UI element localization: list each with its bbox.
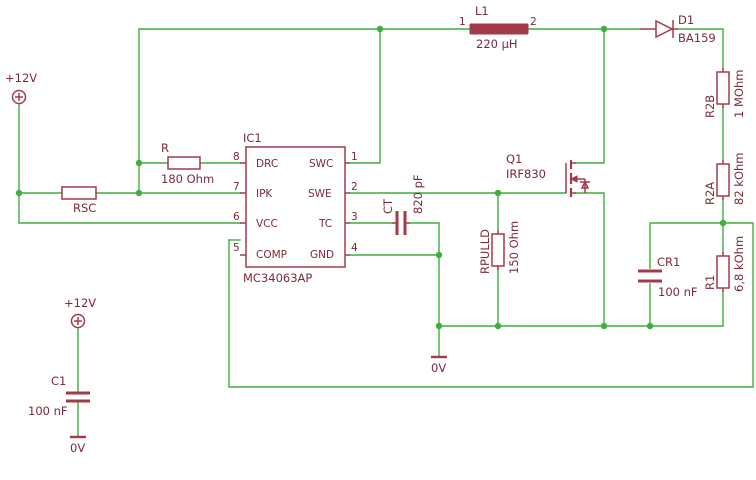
ground-main: 0V [431,355,447,375]
r2b-name: R2B [703,95,717,118]
d1-value: BA159 [678,31,716,45]
ground-bottom: 0V [70,435,86,455]
gnd-main-label: 0V [431,361,446,375]
ic-mc34063: IC1 MC34063AP 8 DRC 7 IPK 6 VCC 5 COMP 1… [233,131,358,285]
cr1-value: 100 nF [658,285,698,299]
ic-pin-number: 8 [233,151,240,163]
ic-name: IC1 [243,131,262,145]
junction-dot [135,159,143,167]
c1-value: 100 nF [28,404,68,418]
ic-pin-name: DRC [256,158,278,170]
junction-dot [494,189,502,197]
l1-value: 220 µH [476,37,518,51]
ic-pin-number: 5 [233,242,240,254]
junction-dot [135,189,143,197]
junction-dot [600,25,608,33]
r1-value: 6,8 kOhm [732,236,746,292]
junction-dot [435,322,443,330]
gnd-bottom-label: 0V [70,441,85,455]
ic-pin-name: COMP [256,249,287,261]
q1-name: Q1 [506,152,522,166]
junction-dot [15,189,23,197]
l1-pin2-label: 2 [530,16,537,28]
ic-pin-number: 4 [351,242,358,254]
l1-name: L1 [475,4,489,18]
wire-feedback [228,222,754,388]
r2a-value: 82 kOhm [732,153,746,206]
junction-dot [719,219,727,227]
junction-dot [600,322,608,330]
wire-q1-drain [575,28,605,164]
resistor-rpulld: RPULLD 150 Ohm [478,221,521,274]
ic-pin-number: 3 [351,211,358,223]
l1-pin1-label: 1 [459,16,466,28]
c1-name: C1 [51,374,66,388]
ic-pin-number: 1 [351,151,358,163]
ct-value: 820 pF [411,174,425,214]
inductor-l1: L1 220 µH 1 2 [459,4,537,51]
wire-cr1-top [649,222,724,269]
cr1-name: CR1 [657,255,680,269]
supply-vcc-bottom: +12V [64,296,96,329]
ic-pin-name: SWC [309,158,333,170]
junctions [15,25,727,330]
ct-name: CT [381,198,395,214]
r2a-name: R2A [703,182,717,205]
wire-d1-out [677,28,724,69]
r-value: 180 Ohm [161,172,214,186]
wires [18,28,754,437]
wire-vin [18,103,241,224]
resistor-rsc: RSC [61,186,97,215]
ic-pin-number: 6 [233,211,240,223]
wire-swc [349,28,381,164]
ic-pin-number: 2 [351,181,358,193]
wire-top-left [138,28,381,164]
junction-dot [494,322,502,330]
ic-pin-number: 7 [233,181,240,193]
d1-name: D1 [678,13,694,27]
rsc-name: RSC [73,201,96,215]
wire-q1-source [575,192,605,327]
diode-d1: D1 BA159 [640,13,716,45]
ic-part-label: MC34063AP [243,271,312,285]
ic-pin-name: SWE [308,188,332,200]
ic-pin-name: GND [310,249,334,261]
resistor-r2b: R2B 1 MOhm [703,68,746,118]
resistor-r: R 180 Ohm [161,141,214,186]
junction-dot [435,251,443,259]
capacitor-cr1: CR1 100 nF [638,255,698,299]
mosfet-q1: Q1 IRF830 [506,152,590,197]
rpulld-name: RPULLD [478,229,492,274]
ic-pin-name: IPK [256,188,273,200]
supply-vcc-top: +12V [5,71,37,105]
ic-pin-name: VCC [256,218,278,230]
junction-dot [376,25,384,33]
junction-dot [646,322,654,330]
rpulld-value: 150 Ohm [507,221,521,274]
r2b-value: 1 MOhm [732,70,746,118]
resistor-r1: R1 6,8 kOhm [703,236,746,292]
q1-value: IRF830 [506,167,546,181]
capacitor-c1: C1 100 nF [28,374,90,418]
ic-pin-name: TC [318,218,332,230]
resistor-r2a: R2A 82 kOhm [703,153,746,206]
vcc-top-label: +12V [5,71,37,85]
capacitor-ct: CT 820 pF [381,174,425,235]
wire-ct-right [409,222,440,256]
r-name: R [161,141,169,155]
r1-name: R1 [703,275,717,290]
vcc-bottom-label: +12V [64,296,96,310]
